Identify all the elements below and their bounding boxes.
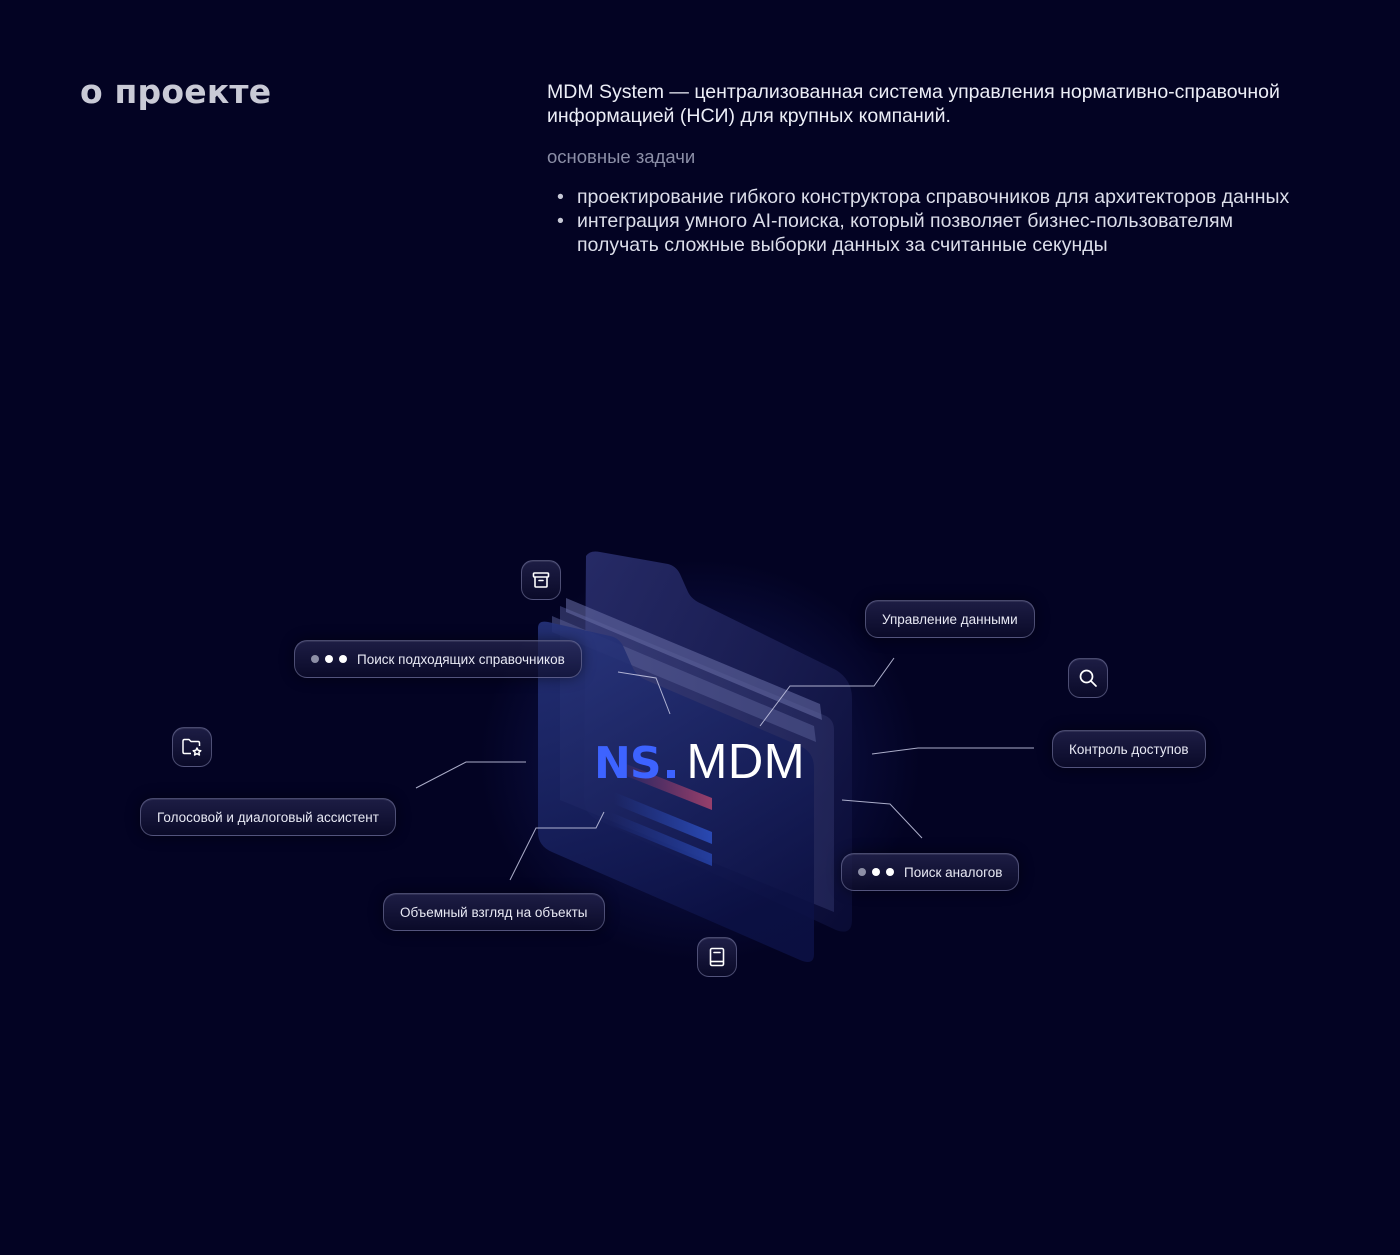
search-icon [1068, 658, 1108, 698]
logo-dot [666, 770, 675, 778]
typing-dots [858, 868, 894, 876]
tag-label: Голосовой и диалоговый ассистент [157, 809, 379, 825]
task-item: проектирование гибкого конструктора спра… [547, 185, 1307, 209]
tag-label: Контроль доступов [1069, 741, 1189, 757]
tag-access-control: Контроль доступов [1052, 730, 1206, 768]
folder-illustration [480, 551, 920, 962]
archive-box-icon [521, 560, 561, 600]
tasks-heading: основные задачи [547, 146, 696, 167]
project-description: MDM System — централизованная система уп… [547, 81, 1280, 127]
tag-analog-search: Поиск аналогов [841, 853, 1020, 891]
tag-label: Управление данными [882, 611, 1018, 627]
tag-label: Поиск подходящих справочников [357, 651, 565, 667]
book-icon [697, 937, 737, 977]
tag-label: Поиск аналогов [904, 864, 1003, 880]
tag-data-management: Управление данными [865, 600, 1035, 638]
ns-mdm-logo: NS MDM [594, 737, 805, 789]
tag-voice-assistant: Голосовой и диалоговый ассистент [140, 798, 396, 836]
logo-prefix: NS [594, 738, 662, 789]
tag-volume-view: Объемный взгляд на объекты [383, 893, 605, 931]
product-illustration: NS MDM Поиск подходящих справочников Упр… [0, 520, 1400, 1040]
typing-dots [311, 655, 347, 663]
logo-suffix: MDM [686, 735, 806, 789]
tasks-list: проектирование гибкого конструктора спра… [547, 185, 1307, 257]
connector-lines [415, 657, 1034, 881]
folder-star-icon [172, 727, 212, 767]
tag-label: Объемный взгляд на объекты [400, 904, 588, 920]
task-item: интеграция умного AI-поиска, который поз… [547, 209, 1307, 257]
tag-search-references: Поиск подходящих справочников [294, 640, 582, 678]
section-title: о проекте [80, 72, 272, 111]
